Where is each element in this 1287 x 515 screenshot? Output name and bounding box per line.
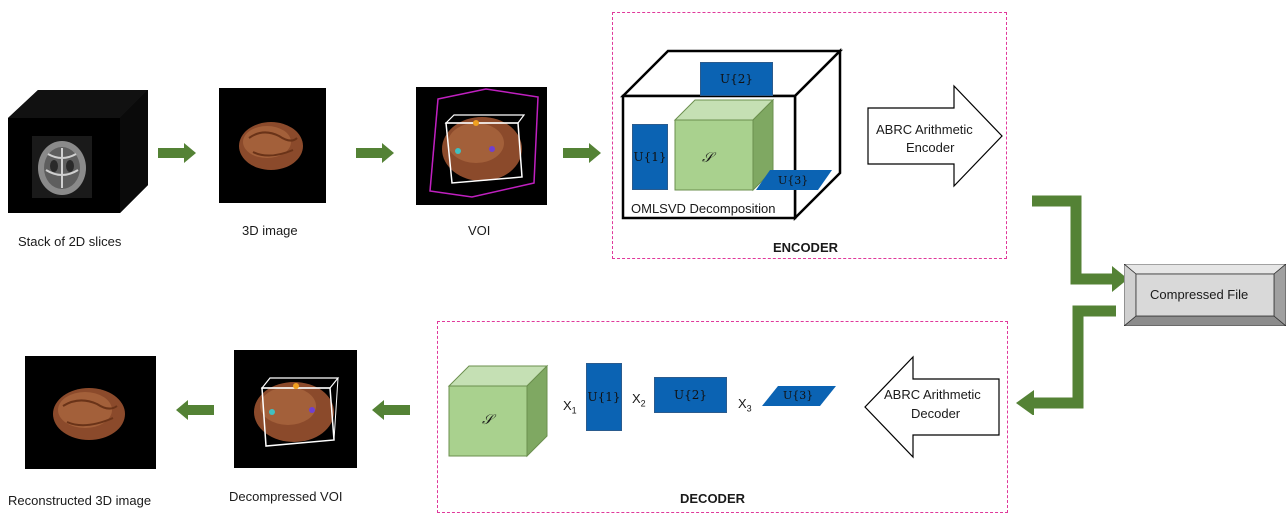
image-3d-box <box>219 88 326 203</box>
encoder-arithmetic-line2: Encoder <box>906 140 955 155</box>
brain-volume-image <box>239 122 303 170</box>
stack-label: Stack of 2D slices <box>18 234 122 249</box>
mode-product-x3: X3 <box>738 396 752 414</box>
decoder-arithmetic-arrow <box>864 355 1000 459</box>
arrow-from-compressed-file <box>1016 305 1116 415</box>
decompressed-voi-box <box>234 350 357 468</box>
encoder-title: ENCODER <box>773 240 839 255</box>
x1-symbol: X <box>563 398 572 413</box>
decoder-title: DECODER <box>680 491 746 506</box>
arrow-right-2 <box>356 143 394 163</box>
encoder-core-symbol: 𝒮 <box>702 150 713 166</box>
x3-symbol: X <box>738 396 747 411</box>
compressed-file-box <box>1124 264 1286 326</box>
compressed-file-label: Compressed File <box>1150 287 1249 302</box>
encoder-u2-block: U{2} <box>700 62 773 96</box>
voi-brain-image <box>429 88 539 198</box>
mri-slice-image <box>32 136 92 198</box>
mode-product-x1: X1 <box>563 398 577 416</box>
decoder-u3-label: U{3} <box>783 389 814 402</box>
encoder-u1-block: U{1} <box>632 124 668 190</box>
decomposition-label: OMLSVD Decomposition <box>631 201 776 216</box>
decoder-u3-block <box>762 386 836 406</box>
arrow-right-1 <box>158 143 196 163</box>
decoder-u1-block: U{1} <box>586 363 622 431</box>
encoder-arithmetic-line1: ABRC Arithmetic <box>876 122 973 137</box>
decoder-core-tensor <box>447 364 549 458</box>
decompressed-voi-label: Decompressed VOI <box>229 489 343 504</box>
arrow-left-1 <box>372 400 410 420</box>
encoder-core-tensor <box>673 98 775 192</box>
reconstructed-brain-image <box>53 388 125 440</box>
mode-product-x2: X2 <box>632 391 646 409</box>
voi-box <box>416 87 547 205</box>
decoder-core-symbol: 𝒮 <box>482 412 493 428</box>
reconstructed-label: Reconstructed 3D image <box>8 493 152 508</box>
decoder-arithmetic-line1: ABRC Arithmetic <box>884 387 981 402</box>
encoder-u3-label: U{3} <box>778 174 809 187</box>
encoder-frame <box>612 12 1007 259</box>
decompressed-voi-image <box>254 377 340 447</box>
image3d-label: 3D image <box>242 223 298 238</box>
reconstructed-box <box>25 356 156 469</box>
x2-subscript: 2 <box>640 398 646 409</box>
x2-symbol: X <box>632 391 641 406</box>
decoder-arithmetic-line2: Decoder <box>911 406 961 421</box>
arrow-right-3 <box>563 143 601 163</box>
slice-stack-cube <box>8 90 148 213</box>
arrow-left-2 <box>176 400 214 420</box>
voi-label: VOI <box>468 223 491 238</box>
decoder-u2-block: U{2} <box>654 377 727 413</box>
encoder-arithmetic-arrow <box>867 84 1003 188</box>
decoder-frame <box>437 321 1008 513</box>
x1-subscript: 1 <box>571 405 577 416</box>
x3-subscript: 3 <box>746 403 752 414</box>
arrow-to-compressed-file <box>1032 195 1128 292</box>
encoder-u3-block <box>756 170 832 190</box>
